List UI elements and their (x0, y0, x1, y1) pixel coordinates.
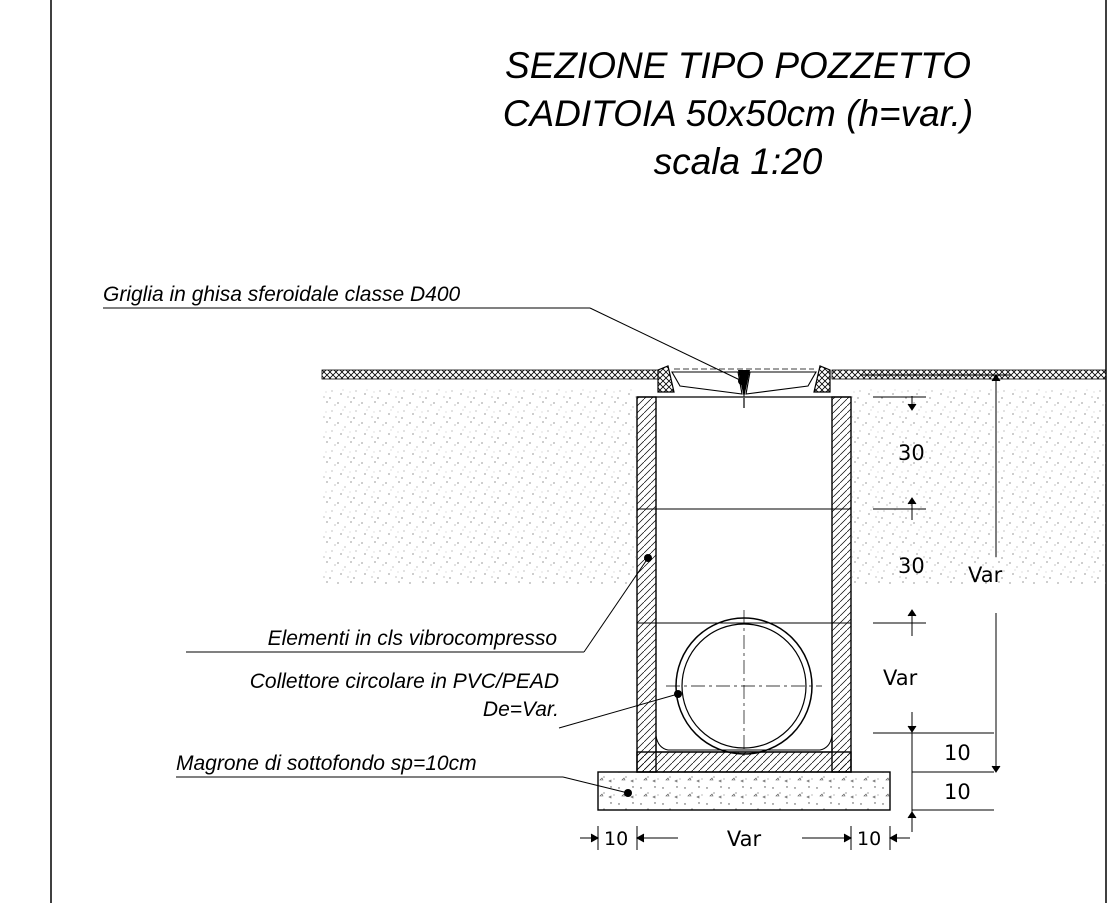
label-collector: Collettore circolare in PVC/PEAD De=Var. (250, 670, 682, 729)
title-line-1: SEZIONE TIPO POZZETTO (505, 45, 971, 86)
dim-inner-width: Var (727, 827, 762, 851)
label-lean-concrete-text: Magrone di sottofondo sp=10cm (176, 752, 477, 775)
horizontal-dimension-chain (580, 826, 910, 850)
label-lean-concrete: Magrone di sottofondo sp=10cm (176, 752, 632, 797)
lean-concrete-slab (597, 771, 891, 811)
label-collector-line1: Collettore circolare in PVC/PEAD (250, 670, 559, 693)
label-grate: Griglia in ghisa sferoidale classe D400 (103, 283, 746, 385)
dim-left-wall: 10 (604, 828, 628, 850)
soil-backfill (322, 388, 1106, 584)
dim-right-wall: 10 (857, 828, 881, 850)
label-collector-line2: De=Var. (483, 698, 559, 721)
title-line-2: CADITOIA 50x50cm (h=var.) (503, 93, 974, 134)
manhole-walls (636, 396, 852, 773)
vertical-dimension-chain (873, 396, 994, 832)
collector-pipe (666, 610, 822, 762)
total-height-dimension (860, 374, 1010, 773)
label-grate-text: Griglia in ghisa sferoidale classe D400 (103, 283, 461, 306)
dim-middle-ring: 30 (898, 554, 925, 578)
dim-base-slab: 10 (944, 741, 971, 765)
dim-upper-ring: 30 (898, 441, 925, 465)
title-line-3: scala 1:20 (654, 141, 823, 182)
dim-pipe-zone: Var (883, 666, 918, 690)
label-elements: Elementi in cls vibrocompresso (186, 554, 652, 653)
dim-lean-layer: 10 (944, 780, 971, 804)
dim-total-height: Var (968, 563, 1003, 587)
label-elements-text: Elementi in cls vibrocompresso (268, 627, 558, 650)
grate-frame (637, 365, 851, 408)
